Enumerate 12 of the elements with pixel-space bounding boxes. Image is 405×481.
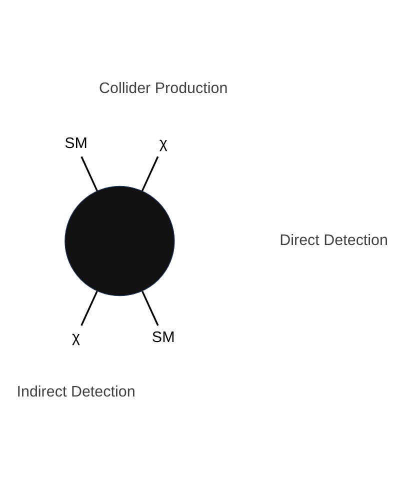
label: Indirect Detection (16, 383, 136, 400)
node-circle (64, 185, 175, 296)
connector (80, 290, 98, 326)
connector (142, 290, 159, 326)
node-text: χ (72, 328, 80, 346)
label: Collider Production (98, 80, 228, 97)
node-text: χ (159, 134, 168, 152)
label: Direct Detection (280, 231, 388, 248)
connector (141, 156, 159, 191)
connector (80, 156, 98, 191)
node-text: SM (152, 328, 175, 346)
node-text: SM (64, 134, 88, 152)
